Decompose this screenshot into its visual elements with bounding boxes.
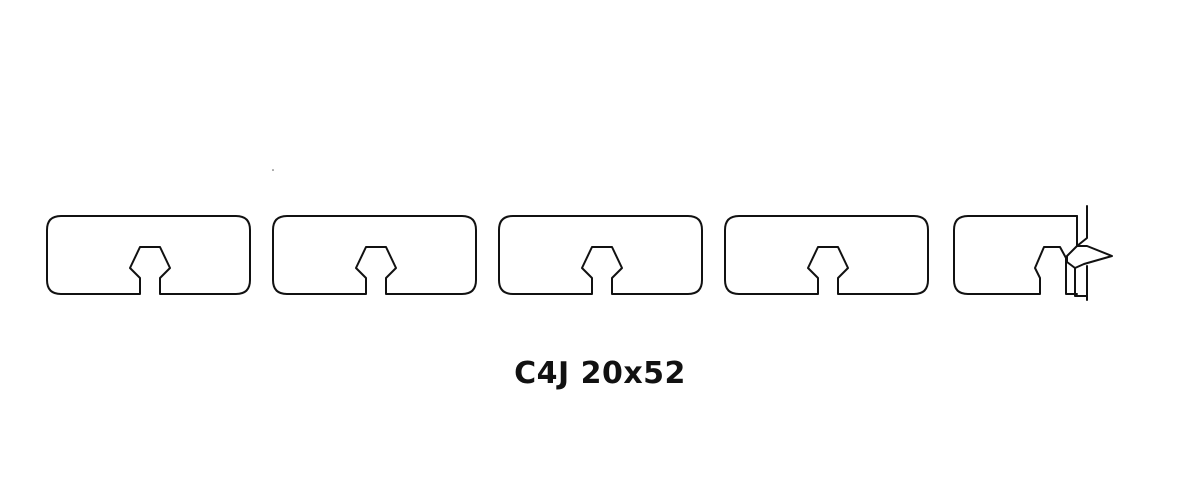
board-profile-5 bbox=[953, 215, 1078, 295]
board-profile-3 bbox=[498, 215, 703, 295]
board-profile-4 bbox=[724, 215, 929, 295]
board-profile-2 bbox=[272, 215, 477, 295]
end-clip bbox=[1066, 205, 1088, 301]
diagram-caption: C4J 20x52 bbox=[514, 356, 686, 391]
end-clip-flange bbox=[1074, 245, 1113, 269]
stray-dot bbox=[272, 169, 274, 171]
board-profile-1 bbox=[46, 215, 251, 295]
